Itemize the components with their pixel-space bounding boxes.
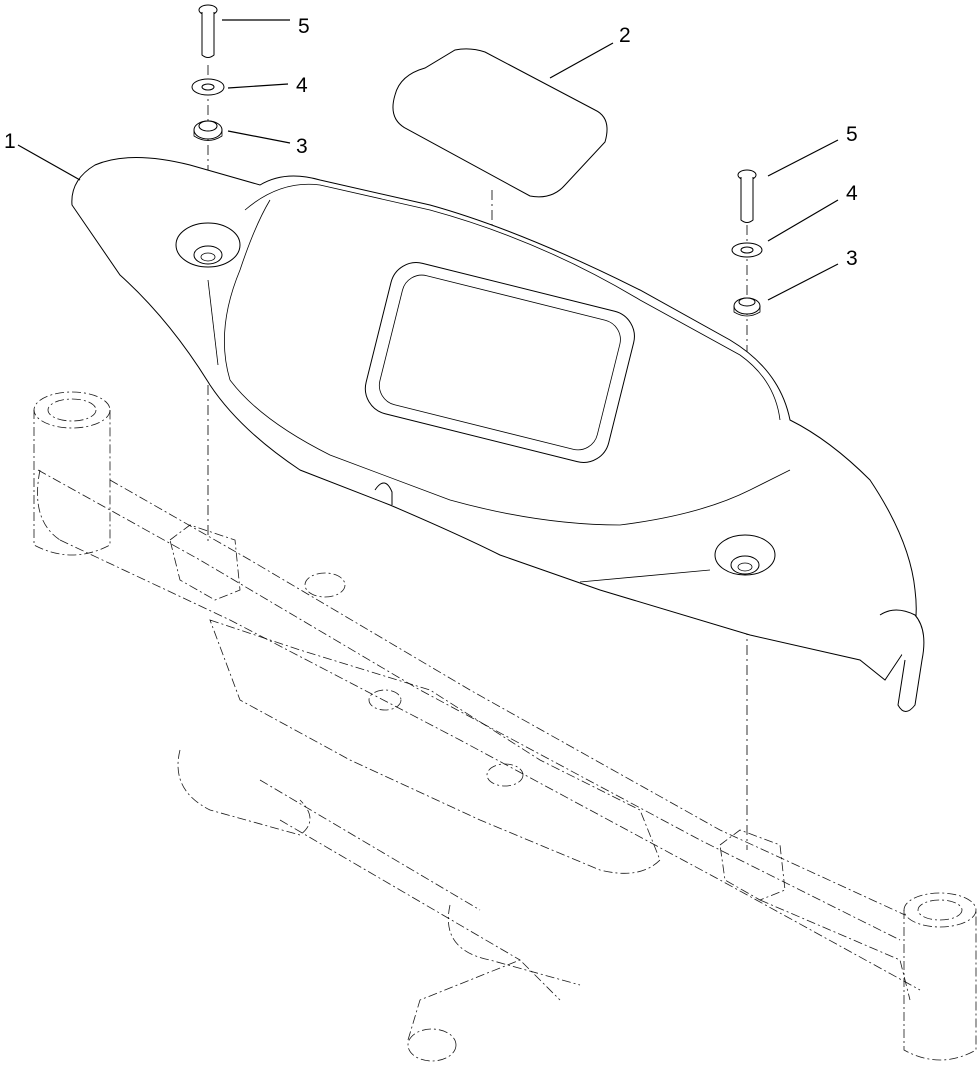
callout-left-washer: 4 bbox=[296, 74, 308, 97]
callout-left-cover: 1 bbox=[4, 130, 16, 153]
right-fastener-stack bbox=[731, 169, 763, 317]
decal bbox=[392, 48, 608, 198]
left-fastener-stack bbox=[191, 4, 225, 141]
right-screw bbox=[737, 169, 757, 223]
callout-right-washer: 4 bbox=[846, 182, 858, 205]
callout-right-grommet: 3 bbox=[846, 247, 858, 270]
frame-assembly-ghost bbox=[33, 391, 977, 1062]
left-screw bbox=[198, 4, 218, 58]
right-washer bbox=[731, 242, 763, 258]
callout-decal: 2 bbox=[619, 24, 631, 47]
right-grommet bbox=[733, 297, 761, 317]
leader-lines bbox=[17, 19, 839, 301]
callout-labels: 1 2 3 4 5 3 4 5 bbox=[4, 15, 858, 270]
frame-cover bbox=[71, 157, 925, 712]
left-washer bbox=[191, 78, 225, 96]
callout-right-screw: 5 bbox=[846, 123, 858, 146]
left-grommet bbox=[193, 120, 223, 141]
callout-left-screw: 5 bbox=[298, 15, 310, 38]
callout-left-grommet: 3 bbox=[296, 135, 308, 158]
